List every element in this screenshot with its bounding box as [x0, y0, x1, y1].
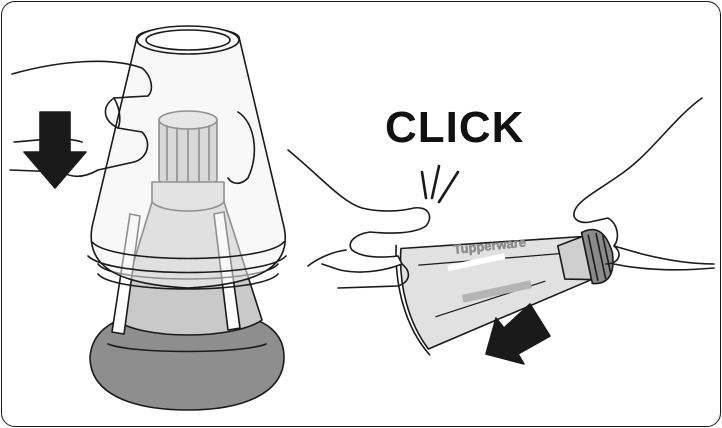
left-scene: [10, 26, 286, 410]
click-label: CLICK: [385, 106, 524, 150]
click-sound-lines-icon: [422, 166, 458, 202]
